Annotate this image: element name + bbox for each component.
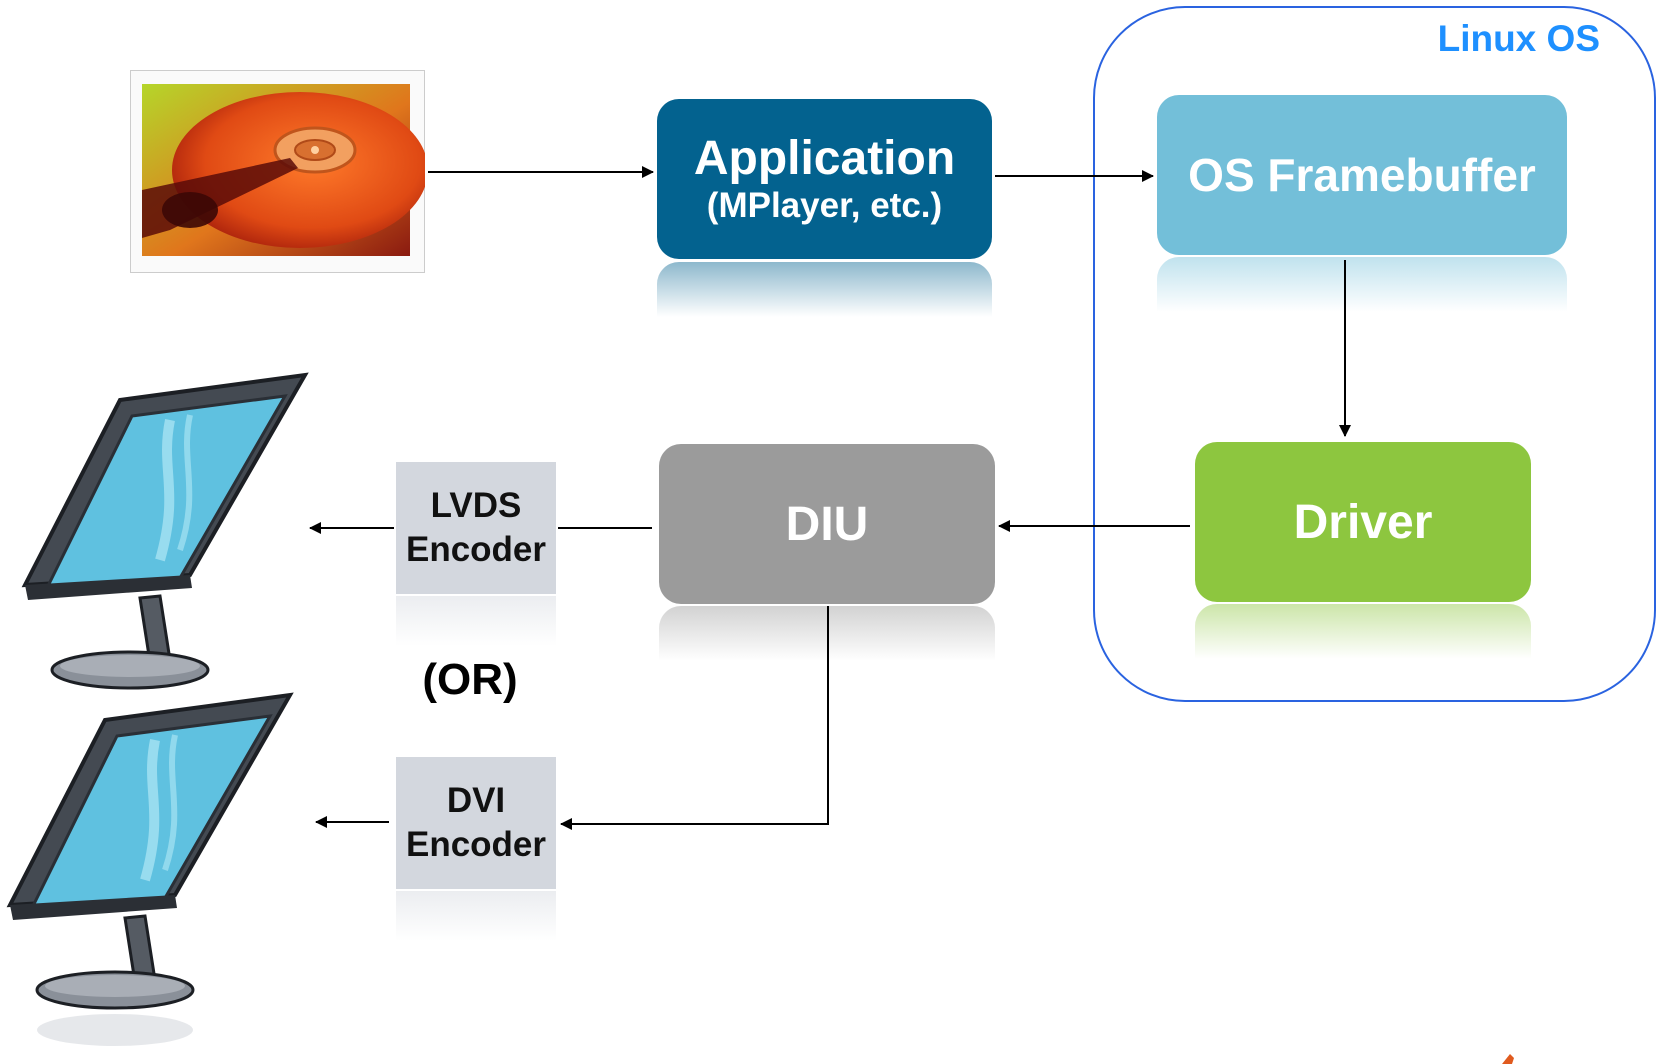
or-label: (OR) <box>422 655 518 704</box>
application-box: Application (MPlayer, etc.) <box>657 99 992 259</box>
logo-fragment-icon <box>1502 1054 1514 1064</box>
application-title: Application <box>693 132 956 185</box>
driver-reflection <box>1195 604 1531 659</box>
dvi-encoder-reflection <box>396 891 556 941</box>
lvds-encoder-box: LVDS Encoder <box>396 462 556 594</box>
lcd-monitor-icon <box>6 692 294 1046</box>
dvi-encoder-line2: Encoder <box>405 825 547 864</box>
dvi-encoder-box: DVI Encoder <box>396 757 556 889</box>
driver-label: Driver <box>1293 495 1433 549</box>
linux-os-label: Linux OS <box>1437 18 1600 59</box>
dvi-encoder-line1: DVI <box>446 781 506 820</box>
os-framebuffer-label: OS Framebuffer <box>1188 149 1536 201</box>
lvds-encoder-line2: Encoder <box>405 530 547 569</box>
diu-label: DIU <box>785 497 869 551</box>
diu-box: DIU <box>659 444 995 604</box>
os-framebuffer-box: OS Framebuffer <box>1157 95 1567 255</box>
os-framebuffer-reflection <box>1157 257 1567 312</box>
lcd-monitor-icon <box>21 372 309 690</box>
hard-disk-photo <box>130 70 425 273</box>
lvds-encoder-line1: LVDS <box>430 486 522 525</box>
linux-os-region <box>1093 6 1656 702</box>
diu-to-dvi-arrow <box>560 606 829 830</box>
driver-box: Driver <box>1195 442 1531 602</box>
lvds-encoder-reflection <box>396 596 556 646</box>
application-reflection <box>657 262 992 317</box>
application-subtitle: (MPlayer, etc.) <box>706 186 943 225</box>
